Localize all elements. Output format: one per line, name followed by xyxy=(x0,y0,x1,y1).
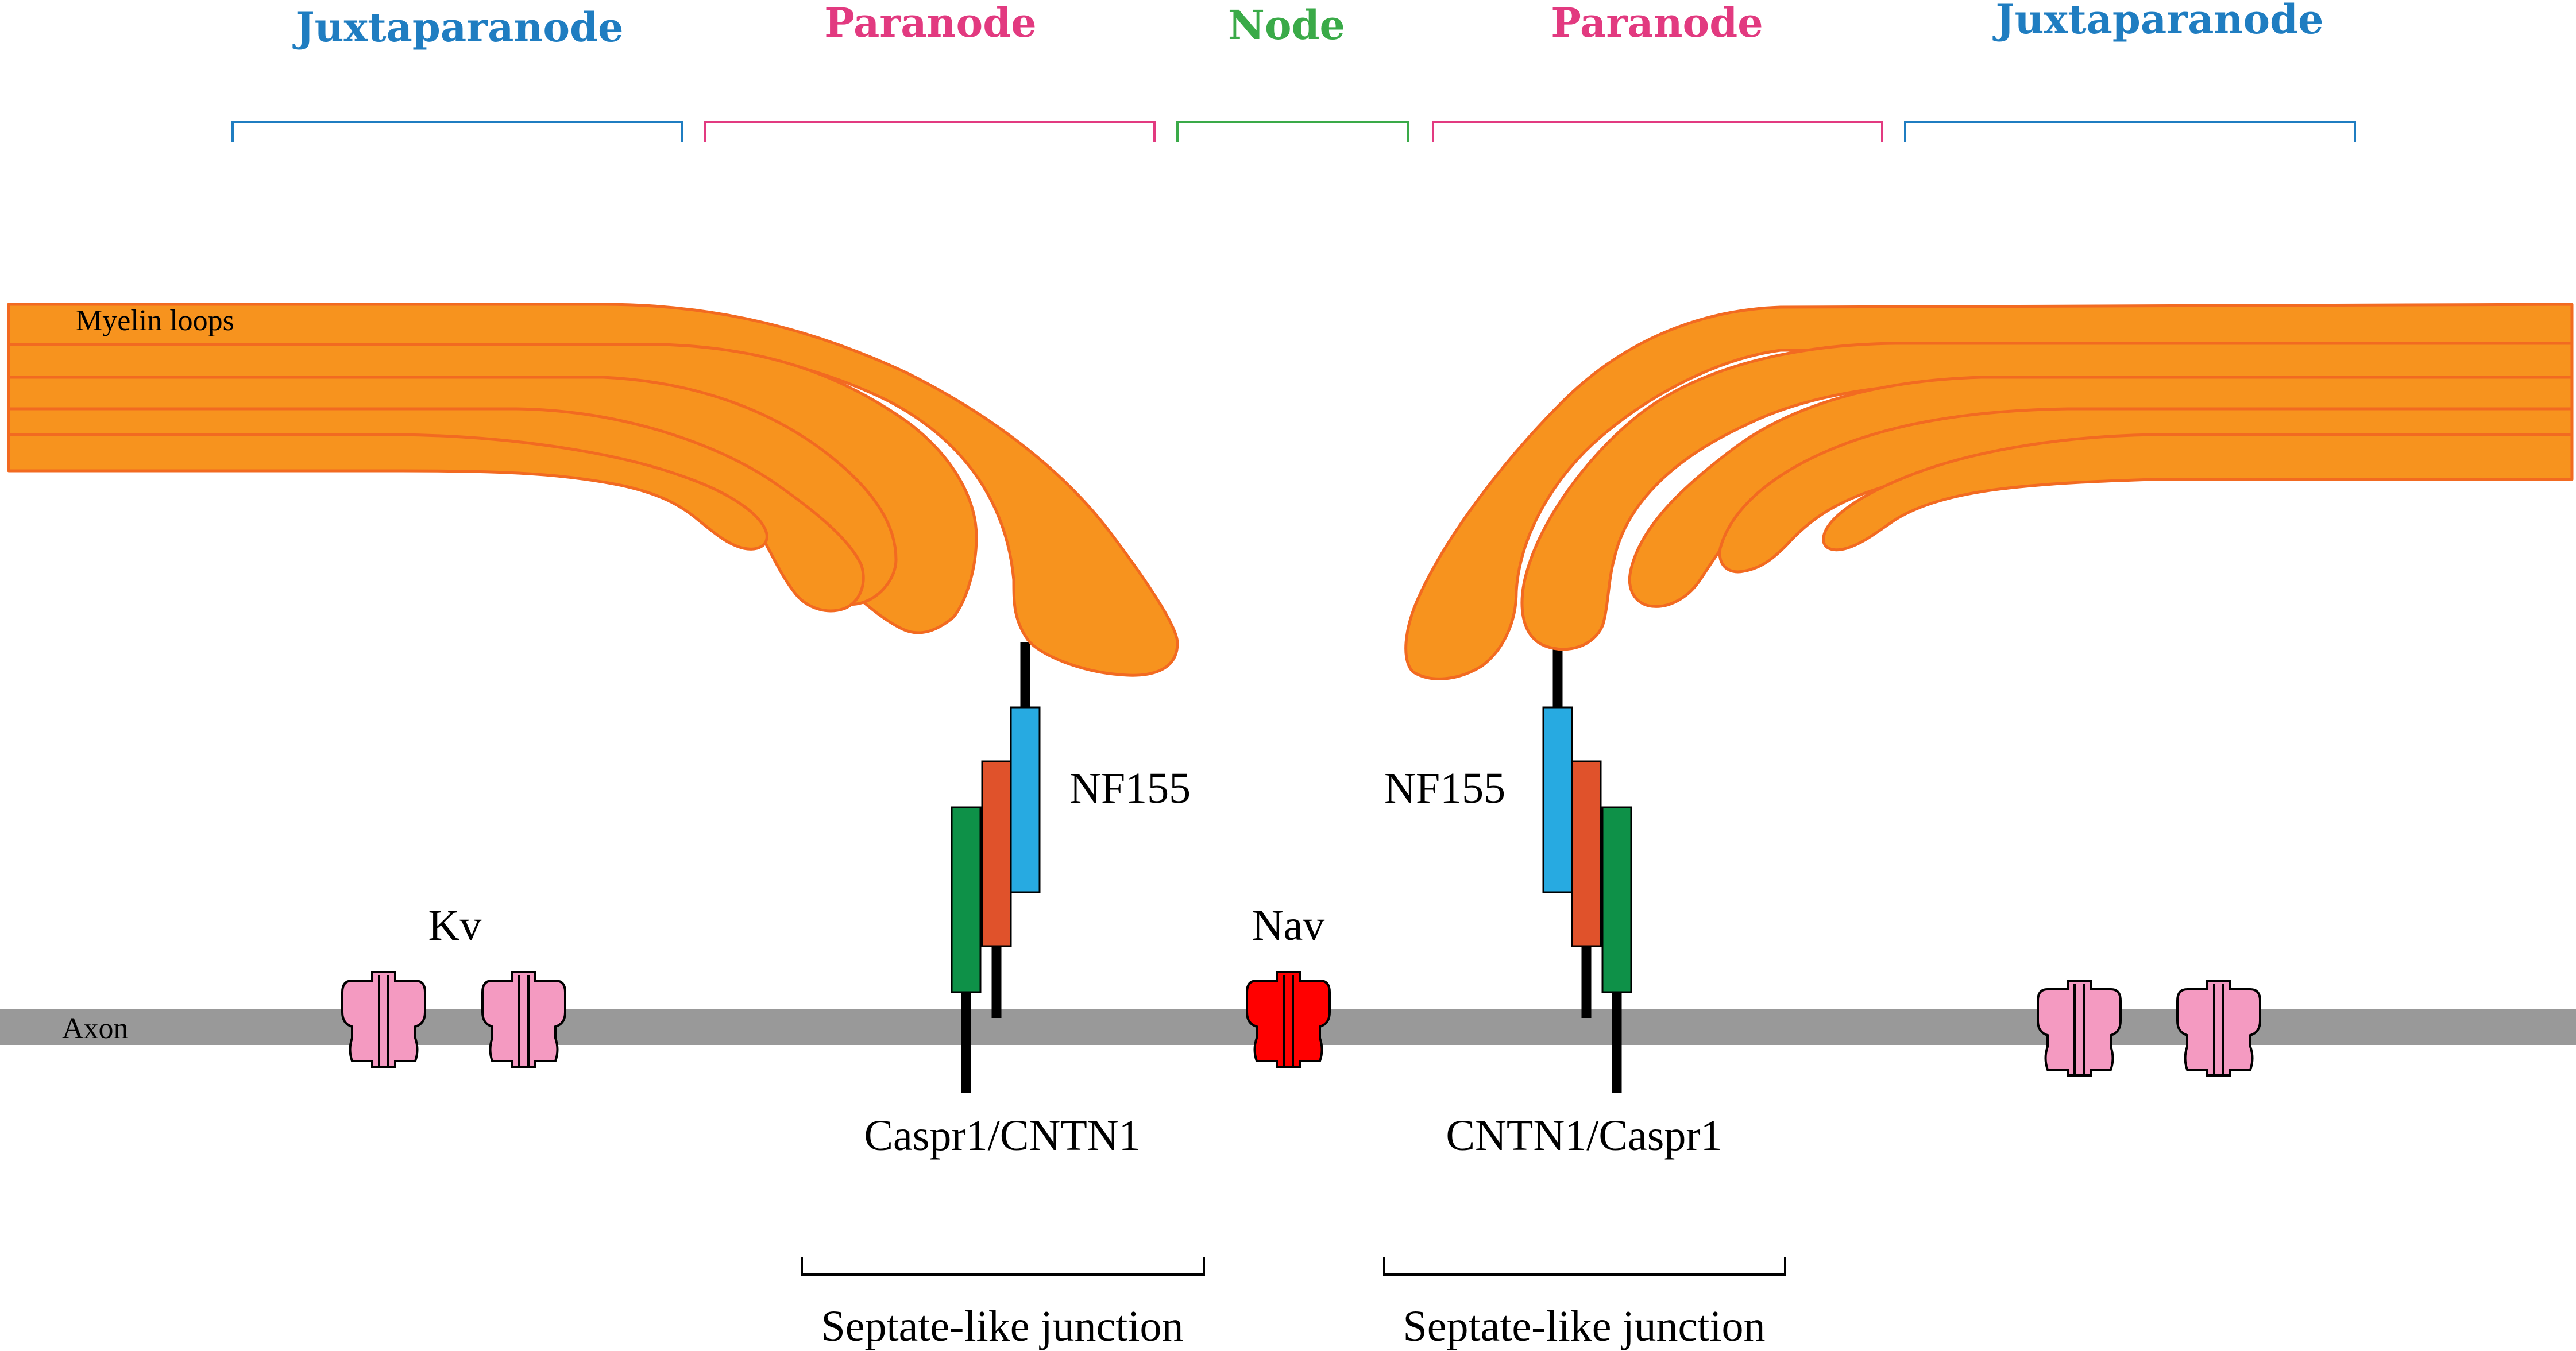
nav-channel xyxy=(1246,971,1331,1068)
kv-label: Kv xyxy=(428,901,482,950)
bracket-node xyxy=(1176,121,1409,142)
region-headings: Juxtaparanode Paranode Node Paranode Jux… xyxy=(292,0,2323,51)
myelin-loop-right-5 xyxy=(1822,433,2574,552)
caspr1-right xyxy=(1601,806,1632,993)
kv-channel-2 xyxy=(481,971,566,1068)
cntn1-right xyxy=(1571,760,1602,947)
nav-label: Nav xyxy=(1252,901,1325,950)
caspr1-left xyxy=(951,806,982,993)
nf155-left xyxy=(1010,706,1041,893)
bracket-paranode-left xyxy=(704,121,1156,142)
myelin-loop-right-1 xyxy=(1404,303,2574,680)
region-label-juxtaparanode-left: Juxtaparanode xyxy=(292,3,623,51)
myelin-left xyxy=(7,303,1179,677)
junction-bracket-right xyxy=(1383,1257,1786,1276)
region-label-juxtaparanode-right: Juxtaparanode xyxy=(1992,0,2323,43)
bracket-juxtaparanode-left xyxy=(231,121,683,142)
tethers xyxy=(961,642,1622,1093)
nf155-right xyxy=(1542,706,1573,893)
paranodal-complex-right xyxy=(1542,706,1632,993)
myelin-loops-label: Myelin loops xyxy=(76,304,234,337)
myelin-loop-left-5 xyxy=(7,433,768,551)
kv-channel-1 xyxy=(341,971,426,1068)
region-brackets xyxy=(231,121,2356,142)
myelin-loop-left-1 xyxy=(7,303,1179,677)
region-label-paranode-right: Paranode xyxy=(1551,0,1763,47)
complex-right-label: CNTN1/Caspr1 xyxy=(1446,1112,1722,1160)
axon-label: Axon xyxy=(62,1012,129,1045)
paranodal-complex-left xyxy=(951,706,1041,993)
myelin-loop-right-2 xyxy=(1520,342,2574,651)
complex-left-label: Caspr1/CNTN1 xyxy=(864,1112,1140,1160)
kv-channel-4 xyxy=(2176,980,2261,1077)
junction-left-label: Septate-like junction xyxy=(821,1302,1183,1350)
bracket-paranode-right xyxy=(1432,121,1883,142)
cntn1-left xyxy=(981,760,1012,947)
myelin-right xyxy=(1404,303,2574,680)
nf155-right-label: NF155 xyxy=(1384,764,1505,812)
region-label-node: Node xyxy=(1228,1,1345,49)
junction-bracket-left xyxy=(801,1257,1205,1276)
region-label-paranode-left: Paranode xyxy=(824,0,1036,47)
kv-channel-3 xyxy=(2037,980,2122,1077)
nf155-left-label: NF155 xyxy=(1069,764,1191,812)
junction-right-label: Septate-like junction xyxy=(1403,1302,1765,1350)
bracket-juxtaparanode-right xyxy=(1904,121,2356,142)
